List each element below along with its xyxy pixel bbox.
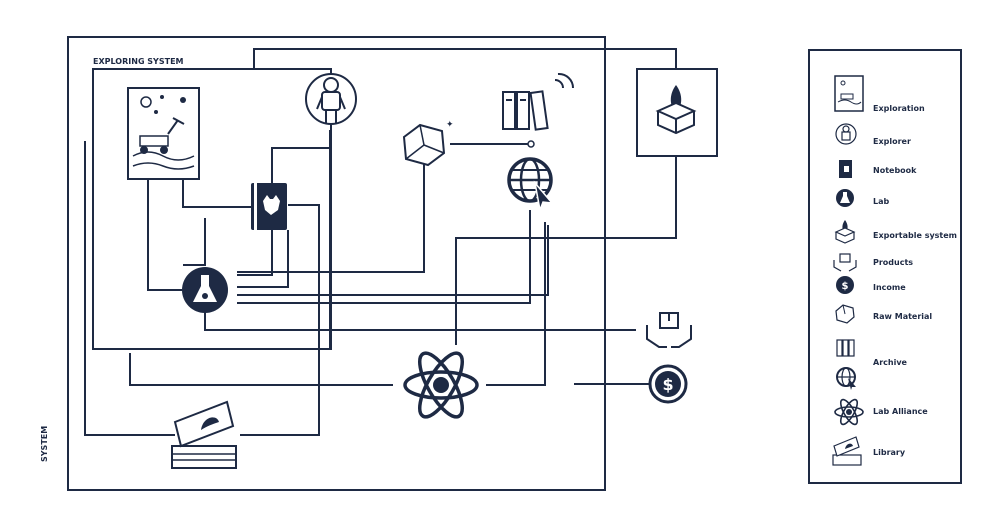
legend-label-library: Library [873, 448, 906, 457]
legend-astronaut-icon [835, 123, 857, 145]
legend-label-notebook: Notebook [873, 166, 917, 175]
legend-globe-icon [836, 367, 856, 390]
archive-icon [502, 72, 575, 131]
legend-notebook-icon [839, 160, 852, 178]
legend-label-lab-alliance: Lab Alliance [873, 407, 928, 416]
legend-icons: $ [832, 75, 864, 466]
atom-icon [403, 351, 479, 419]
legend-archive-icon [836, 339, 855, 357]
legend-dollar-icon: $ [836, 276, 854, 294]
legend-products-icon [833, 253, 857, 272]
legend-label-archive: Archive [873, 358, 907, 367]
legend-label-exploration: Exploration [873, 104, 925, 113]
legend-label-products: Products [873, 258, 914, 267]
legend-exploration-icon [834, 75, 864, 112]
legend-label-explorer: Explorer [873, 137, 911, 146]
notebook-icon [251, 183, 287, 230]
svg-text:$: $ [842, 281, 849, 292]
legend-atom-icon [834, 398, 864, 426]
products-icon [646, 312, 692, 348]
dollar-icon: $ [648, 364, 688, 404]
library-icon [171, 400, 237, 469]
exploring-system-label: EXPLORING SYSTEM [93, 57, 184, 66]
astronaut-icon [305, 73, 357, 125]
legend-flask-icon [836, 189, 854, 207]
legend-label-income: Income [873, 283, 906, 292]
legend-label-exportable-system: Exportable system [873, 231, 958, 240]
flask-icon [182, 267, 228, 313]
svg-text:$: $ [662, 375, 673, 394]
svg-text:✦: ✦ [446, 120, 454, 130]
legend-frame [808, 49, 962, 484]
system-frame [67, 36, 606, 491]
legend-label-lab: Lab [873, 197, 890, 206]
globe-cursor-icon [507, 157, 554, 213]
rocket-box-icon [655, 85, 697, 135]
legend-rocket-box-icon [834, 220, 856, 244]
connector-lines [84, 48, 677, 436]
system-label: SYSTEM [40, 425, 49, 462]
legend-label-raw-material: Raw Material [873, 312, 933, 321]
legend-raw-material-icon [835, 304, 855, 324]
legend-library-icon [832, 436, 862, 466]
exploration-icon [127, 87, 200, 180]
raw-material-icon: ✦ [402, 120, 454, 167]
